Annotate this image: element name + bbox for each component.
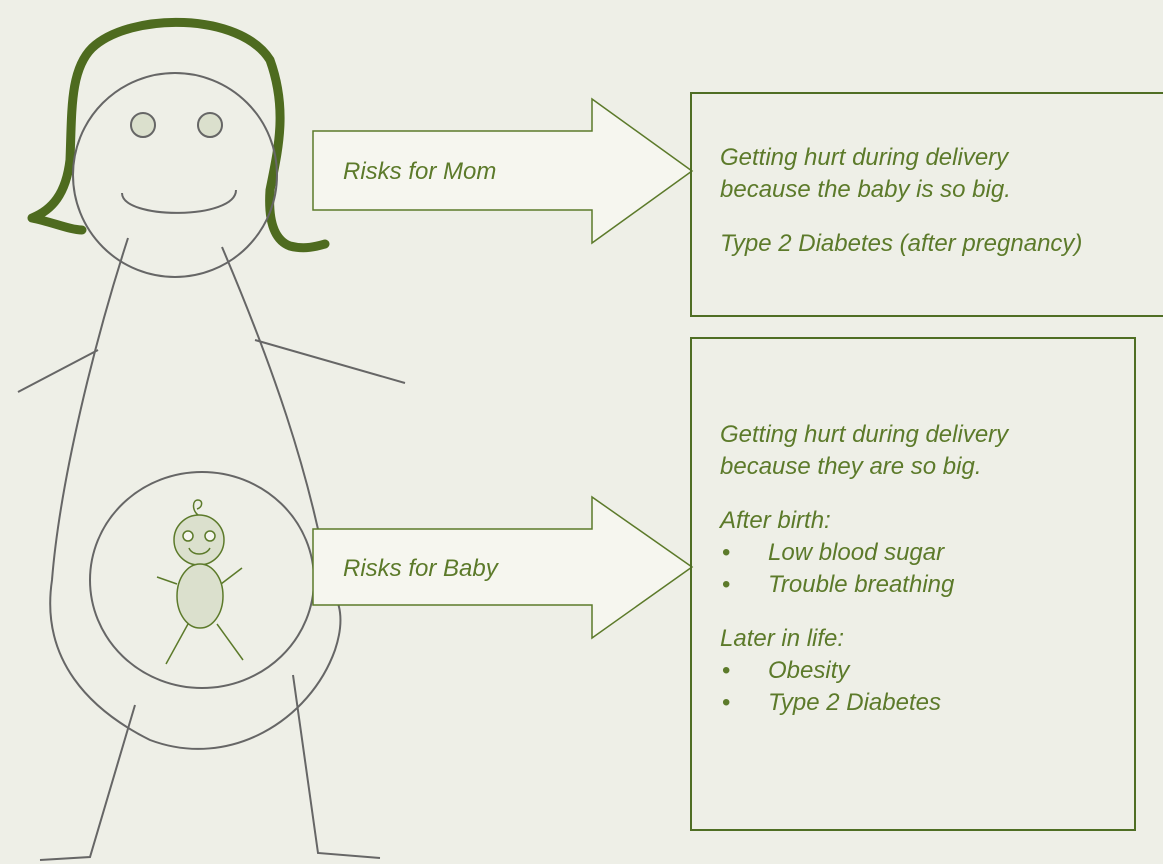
later-in-life-heading: Later in life: <box>720 623 1134 655</box>
list-item: Obesity <box>720 655 1134 687</box>
right-leg <box>293 675 380 858</box>
after-birth-list: Low blood sugar Trouble breathing <box>720 537 1134 601</box>
right-arm <box>255 340 405 383</box>
list-item: Low blood sugar <box>720 537 1134 569</box>
baby-figure <box>157 500 243 664</box>
hair <box>32 22 325 247</box>
mom-risk-line-1: Getting hurt during delivery <box>720 142 1163 174</box>
after-birth-heading: After birth: <box>720 505 1134 537</box>
mom-risks-box: Getting hurt during delivery because the… <box>690 92 1163 317</box>
body-outline <box>50 238 340 749</box>
risks-for-mom-label: Risks for Mom <box>343 158 496 186</box>
head <box>73 73 277 277</box>
risks-for-baby-label: Risks for Baby <box>343 555 498 583</box>
later-in-life-list: Obesity Type 2 Diabetes <box>720 655 1134 719</box>
smile <box>122 190 236 213</box>
baby-risk-line-1: Getting hurt during delivery <box>720 419 1134 451</box>
baby-risks-box: Getting hurt during delivery because the… <box>690 337 1136 831</box>
mom-risk-line-3: Type 2 Diabetes (after pregnancy) <box>720 228 1163 260</box>
left-leg <box>40 705 135 860</box>
left-eye-icon <box>131 113 155 137</box>
list-item: Type 2 Diabetes <box>720 687 1134 719</box>
baby-risk-line-2: because they are so big. <box>720 451 1134 483</box>
list-item: Trouble breathing <box>720 569 1134 601</box>
mom-risk-line-2: because the baby is so big. <box>720 174 1163 206</box>
right-eye-icon <box>198 113 222 137</box>
